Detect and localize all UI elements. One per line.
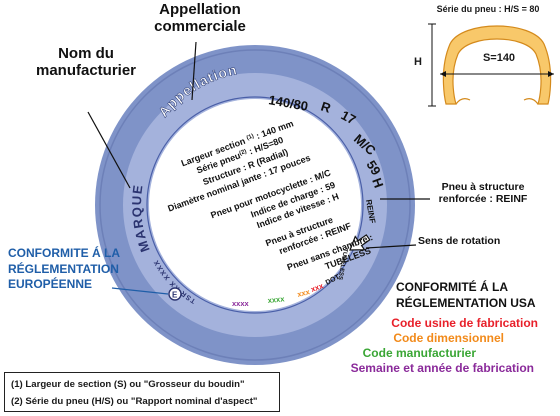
dot-code-legend: Code usine de fabrication Code dimension… (238, 316, 538, 376)
dot-code-manufacturier: xxxx (267, 294, 285, 305)
svg-text:E: E (172, 291, 178, 300)
size-59: 59 (363, 158, 383, 178)
sidewall-reinf: REINF (364, 199, 377, 224)
callout-nom-du-manufacturier: Nom du manufacturier (35, 45, 137, 79)
size-17: 17 (339, 107, 359, 127)
footnote-2: (2) Série du pneu (H/S) ou "Rapport nomi… (11, 396, 258, 407)
footnotes-box: (1) Largeur de section (S) ou "Grosseur … (4, 372, 280, 412)
dot-code-dimensionnel: xxx (296, 287, 311, 299)
legend-manufacturier: Code manufacturier (362, 346, 476, 360)
callout-conformite-usa: CONFORMITÉ Á LA RÉGLEMENTATION USA (396, 280, 536, 310)
tyre-center (149, 99, 361, 311)
legend-dimensionnel: Code dimensionnel (393, 331, 504, 345)
callout-appellation-commerciale: Appellation commerciale (154, 1, 246, 35)
legend-semaine: Semaine et année de fabrication (350, 361, 534, 375)
callout-pneu-structure: Pneu à structure renforcée : REINF (438, 181, 528, 205)
callout-sens-rotation: Sens de rotation (418, 235, 501, 247)
leader-rotation (365, 244, 417, 249)
cross-section-diagram (428, 23, 554, 107)
cross-section-title: Série du pneu : H/S = 80 (436, 4, 540, 14)
cross-section-s-label: S=140 (482, 52, 516, 64)
dot-code-usine: xxx (310, 281, 326, 294)
size-140-80: 140/80 (267, 92, 309, 114)
sidewall-tubeless: TUBELESS (336, 248, 347, 281)
leader-marque (87, 111, 131, 189)
dot-code-semaine: xxxx (232, 299, 250, 308)
tyre-rim-line (146, 96, 364, 314)
footnote-1: (1) Largeur de section (S) ou "Grosseur … (11, 379, 245, 390)
legend-usine: Code usine de fabrication (391, 316, 538, 330)
leader-appellation (191, 41, 197, 101)
cross-section-h-label: H (414, 56, 422, 68)
tyre-groove (99, 49, 411, 361)
rotation-arrow-icon (349, 234, 371, 251)
tyre-section-shape (442, 25, 552, 105)
callout-conformite-eu: CONFORMITE Á LA RÉGLEMENTATION EUROPÉENN… (8, 246, 120, 292)
leader-eu (111, 287, 169, 295)
eu-mark-icon: E (168, 287, 182, 301)
